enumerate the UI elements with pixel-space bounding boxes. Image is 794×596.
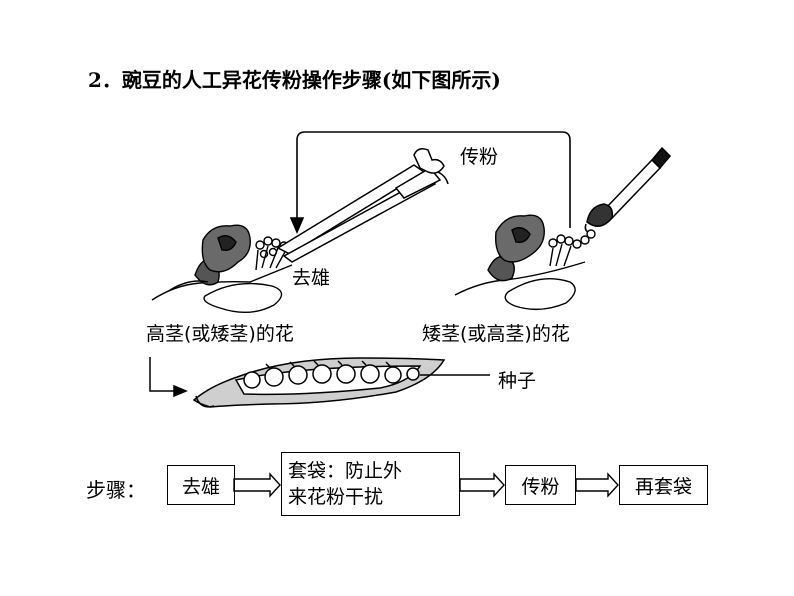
step-box-emasculate: 去雄	[167, 465, 235, 505]
label-emasculate: 去雄	[292, 267, 331, 289]
right-flower-illustration	[454, 214, 596, 311]
step-text-rebagging: 再套袋	[634, 475, 692, 498]
step-text-bagging-line1: 套袋：防止外	[288, 460, 403, 482]
to-pod-arrow	[149, 357, 188, 398]
left-flower-illustration	[151, 224, 293, 313]
step-arrow-3	[575, 472, 619, 498]
label-tall-flower: 高茎(或矮茎)的花	[146, 323, 294, 345]
pollination-arrow	[289, 131, 571, 235]
label-short-flower: 矮茎(或高茎)的花	[422, 323, 570, 345]
step-text-bagging-line2: 来花粉干扰	[288, 486, 384, 508]
pea-pod-illustration	[192, 357, 490, 408]
steps-label: 步骤：	[86, 478, 146, 502]
label-pollination: 传粉	[460, 146, 499, 168]
step-text-pollination: 传粉	[521, 475, 560, 498]
step-arrows	[233, 472, 619, 498]
brush-illustration	[584, 146, 672, 233]
step-text-emasculate: 去雄	[181, 475, 220, 498]
step-box-pollination: 传粉	[505, 465, 576, 505]
step-arrow-2	[459, 472, 505, 498]
step-box-bagging: 套袋：防止外 来花粉干扰	[281, 452, 460, 516]
tweezers-illustration	[276, 148, 449, 263]
page-title: 2．豌豆的人工异花传粉操作步骤(如下图所示)	[88, 68, 501, 92]
step-arrow-1	[233, 472, 281, 498]
label-seed: 种子	[498, 370, 537, 392]
step-box-rebagging: 再套袋	[619, 465, 708, 505]
